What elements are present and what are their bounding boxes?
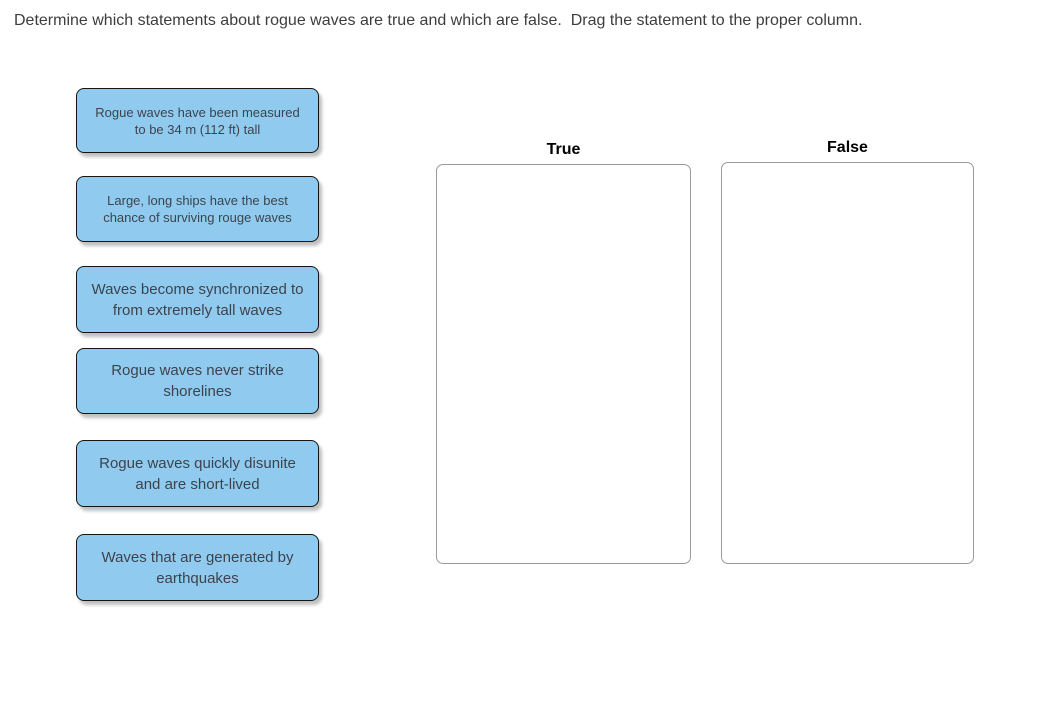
false-column-label: False: [827, 139, 868, 156]
statement-card[interactable]: Waves that are generated by earthquakes: [76, 534, 319, 601]
true-drop-zone[interactable]: [436, 164, 691, 564]
statement-card[interactable]: Waves become synchronized to from extrem…: [76, 266, 319, 333]
statement-card[interactable]: Rogue waves have been measured to be 34 …: [76, 88, 319, 153]
statement-card[interactable]: Large, long ships have the best chance o…: [76, 176, 319, 242]
statement-card[interactable]: Rogue waves quickly disunite and are sho…: [76, 440, 319, 507]
instructions-text: Determine which statements about rogue w…: [14, 12, 863, 29]
statement-card[interactable]: Rogue waves never strike shorelines: [76, 348, 319, 414]
false-drop-zone[interactable]: [721, 162, 974, 564]
true-column-label: True: [546, 141, 581, 158]
